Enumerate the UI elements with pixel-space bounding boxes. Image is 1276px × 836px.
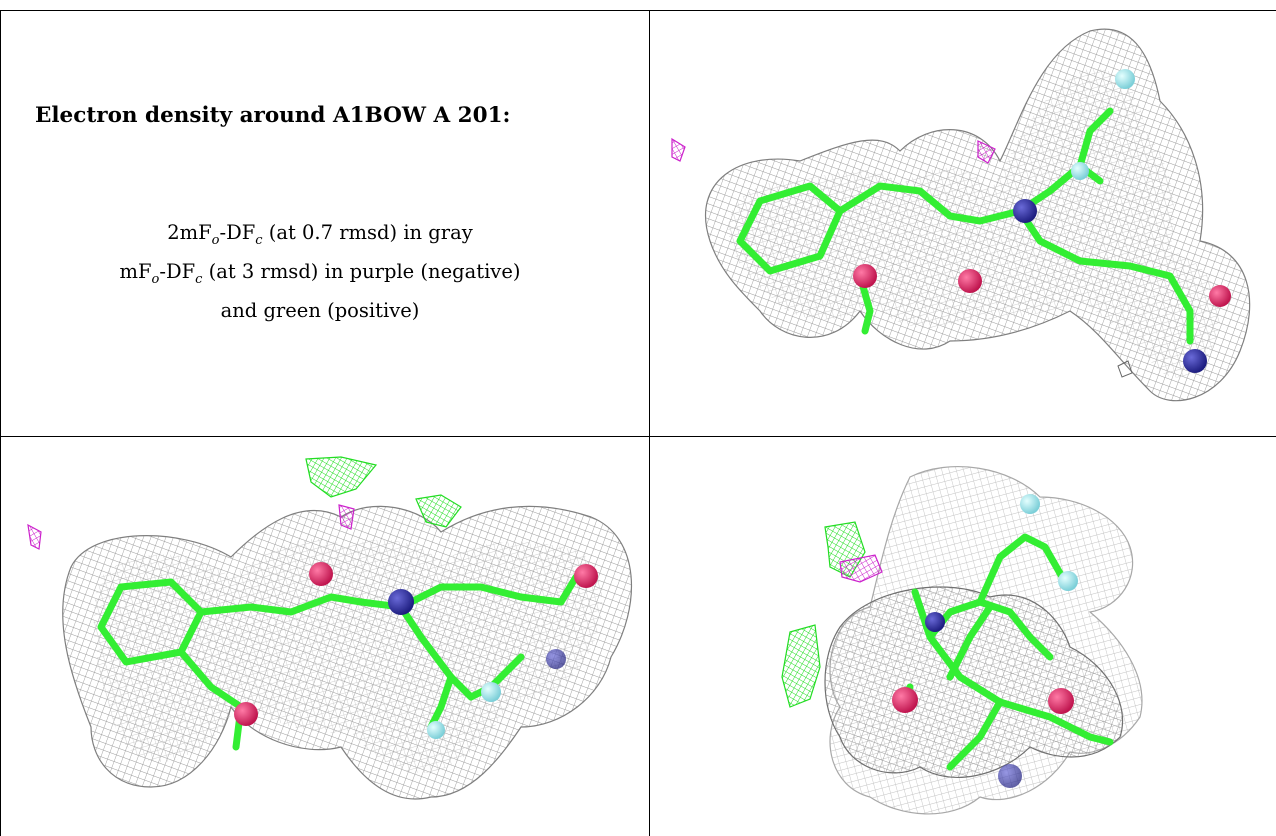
legend-text: (at 3 rmsd) in purple (negative) <box>202 259 521 283</box>
legend-line-2fofc: 2mFo-DFc (at 0.7 rmsd) in gray <box>15 217 625 256</box>
map-legend: 2mFo-DFc (at 0.7 rmsd) in gray mFo-DFc (… <box>15 217 625 326</box>
page-title: Electron density around A1BOW A 201: <box>35 103 511 128</box>
legend-text: (at 0.7 rmsd) in gray <box>262 221 473 244</box>
negative-density-blobs <box>27 504 355 550</box>
ligand-atoms <box>892 494 1078 788</box>
legend-text: mF <box>119 259 152 283</box>
caption-cell: Electron density around A1BOW A 201: 2mF… <box>1 11 649 436</box>
legend-subscript: c <box>195 271 203 287</box>
ligand-atoms <box>853 69 1231 373</box>
density-map-image <box>671 28 1251 402</box>
ligand-sticks <box>97 573 580 751</box>
small-mesh-fragment <box>1117 360 1133 378</box>
view-top-right <box>650 11 1276 436</box>
view-bottom-left <box>1 437 649 836</box>
ligand-sticks <box>896 533 1114 771</box>
legend-subscript: c <box>255 232 263 248</box>
divider-vertical <box>649 10 650 836</box>
divider-horizontal <box>0 436 1276 437</box>
negative-density-blobs <box>839 554 883 583</box>
legend-line-positive: and green (positive) <box>220 298 420 322</box>
legend-line-fofc: mFo-DFc (at 3 rmsd) in purple (negative) <box>15 256 625 295</box>
view-bottom-right <box>650 437 1276 836</box>
positive-density-blobs <box>305 456 462 528</box>
border-left <box>0 10 1 836</box>
density-mesh <box>704 28 1251 402</box>
density-map-image <box>27 456 633 800</box>
legend-text: -DF <box>159 259 196 283</box>
negative-density-blobs <box>671 137 996 164</box>
legend-subscript: o <box>151 271 160 287</box>
density-map-image <box>781 466 1143 815</box>
border-top <box>0 10 1276 11</box>
legend-text: -DF <box>219 221 256 244</box>
ligand-atoms <box>234 562 598 739</box>
density-mesh <box>824 466 1143 815</box>
legend-subscript: o <box>211 232 220 248</box>
legend-text: 2mF <box>167 221 212 244</box>
density-mesh <box>62 505 633 800</box>
